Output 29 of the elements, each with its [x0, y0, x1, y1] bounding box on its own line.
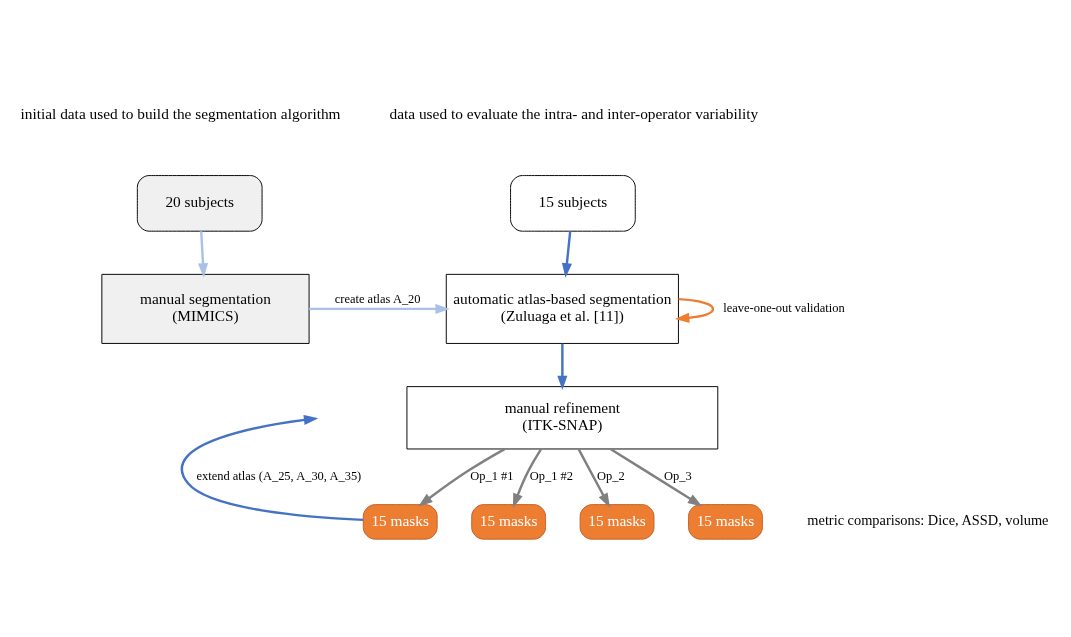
edge-label: Op_3: [664, 469, 692, 484]
arrow: [197, 231, 209, 278]
edge-label: Op_1 #1: [470, 469, 514, 484]
arrow: [577, 448, 610, 508]
node-label: metric comparisons: Dice, ASSD, volume: [807, 512, 1049, 529]
arrow: [610, 448, 703, 507]
label: initial data used to build the segmentation algorithm: [20, 104, 341, 122]
edge-label: leave-one-out validation: [723, 301, 845, 316]
arrow: [561, 231, 572, 278]
arrow: [181, 415, 364, 522]
node-box: 15 masks: [688, 504, 763, 540]
label: data used to evaluate the intra- and inter-operator variability: [389, 104, 759, 122]
edge-label: Op_2: [596, 469, 625, 484]
node-box: 15 masks: [471, 504, 547, 540]
node-box: 15 subjects: [510, 175, 636, 232]
node-box: automatic atlas-based segmentation (Zuluaga et al. [11]): [445, 273, 679, 344]
node-box: 15 masks: [579, 504, 655, 540]
edge-label: create atlas A_20: [334, 291, 421, 306]
arrow: [309, 303, 450, 314]
arrow: [512, 448, 543, 508]
node-box: manual segmentation (MIMICS): [101, 273, 310, 344]
edge-label: Op_1 #2: [529, 469, 573, 484]
node-box: 20 subjects: [136, 175, 263, 232]
node-box: 15 masks: [362, 504, 438, 540]
edge-label: extend atlas (A_25, A_30, A_35): [196, 469, 362, 484]
arrow: [674, 297, 715, 323]
arrow: [418, 448, 506, 507]
arrow: [557, 343, 568, 391]
node-box: manual refinement (ITK-SNAP): [406, 386, 719, 450]
